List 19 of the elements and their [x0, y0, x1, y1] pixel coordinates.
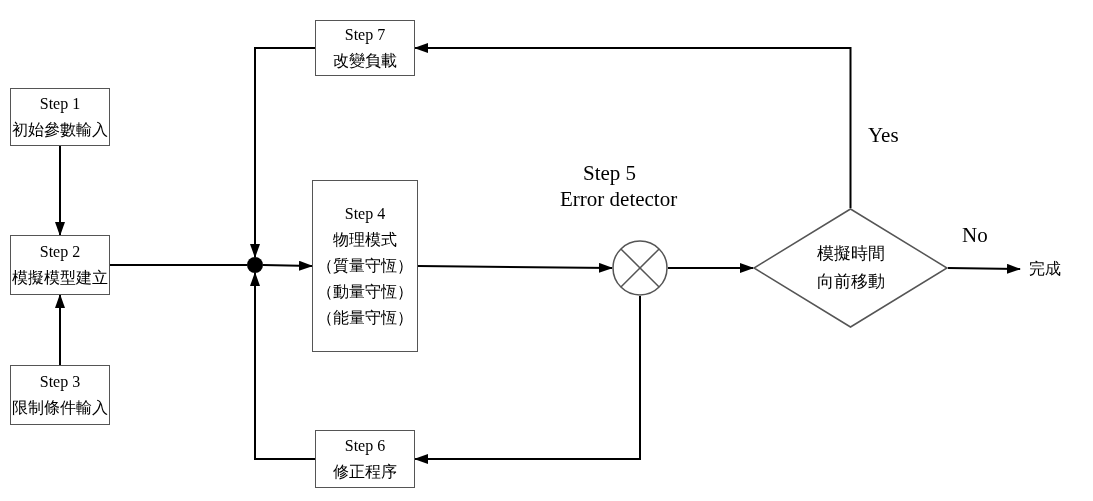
arrow — [262, 260, 313, 271]
process-box: Step 6 修正程序 — [315, 430, 415, 488]
process-box: Step 1 初始參數輸入 — [10, 88, 110, 146]
arrow — [414, 295, 641, 464]
process-box: Step 2 模擬模型建立 — [10, 235, 110, 295]
arrow — [55, 145, 65, 236]
process-box: Step 4 物理模式 （質量守恆） （動量守恆） （能量守恆） — [312, 180, 418, 352]
arrow — [250, 47, 316, 258]
arrow — [414, 43, 852, 209]
end-label: 完成 — [1029, 259, 1061, 279]
arrow — [417, 262, 613, 273]
process-box: Step 7 改變負載 — [315, 20, 415, 76]
arrow — [55, 294, 65, 366]
connector-line — [109, 264, 248, 266]
process-box: Step 3 限制條件輸入 — [10, 365, 110, 425]
arrow — [250, 272, 316, 460]
arrow — [947, 263, 1021, 274]
arrow — [667, 263, 754, 273]
decision-text: 模擬時間向前移動 — [815, 243, 886, 293]
